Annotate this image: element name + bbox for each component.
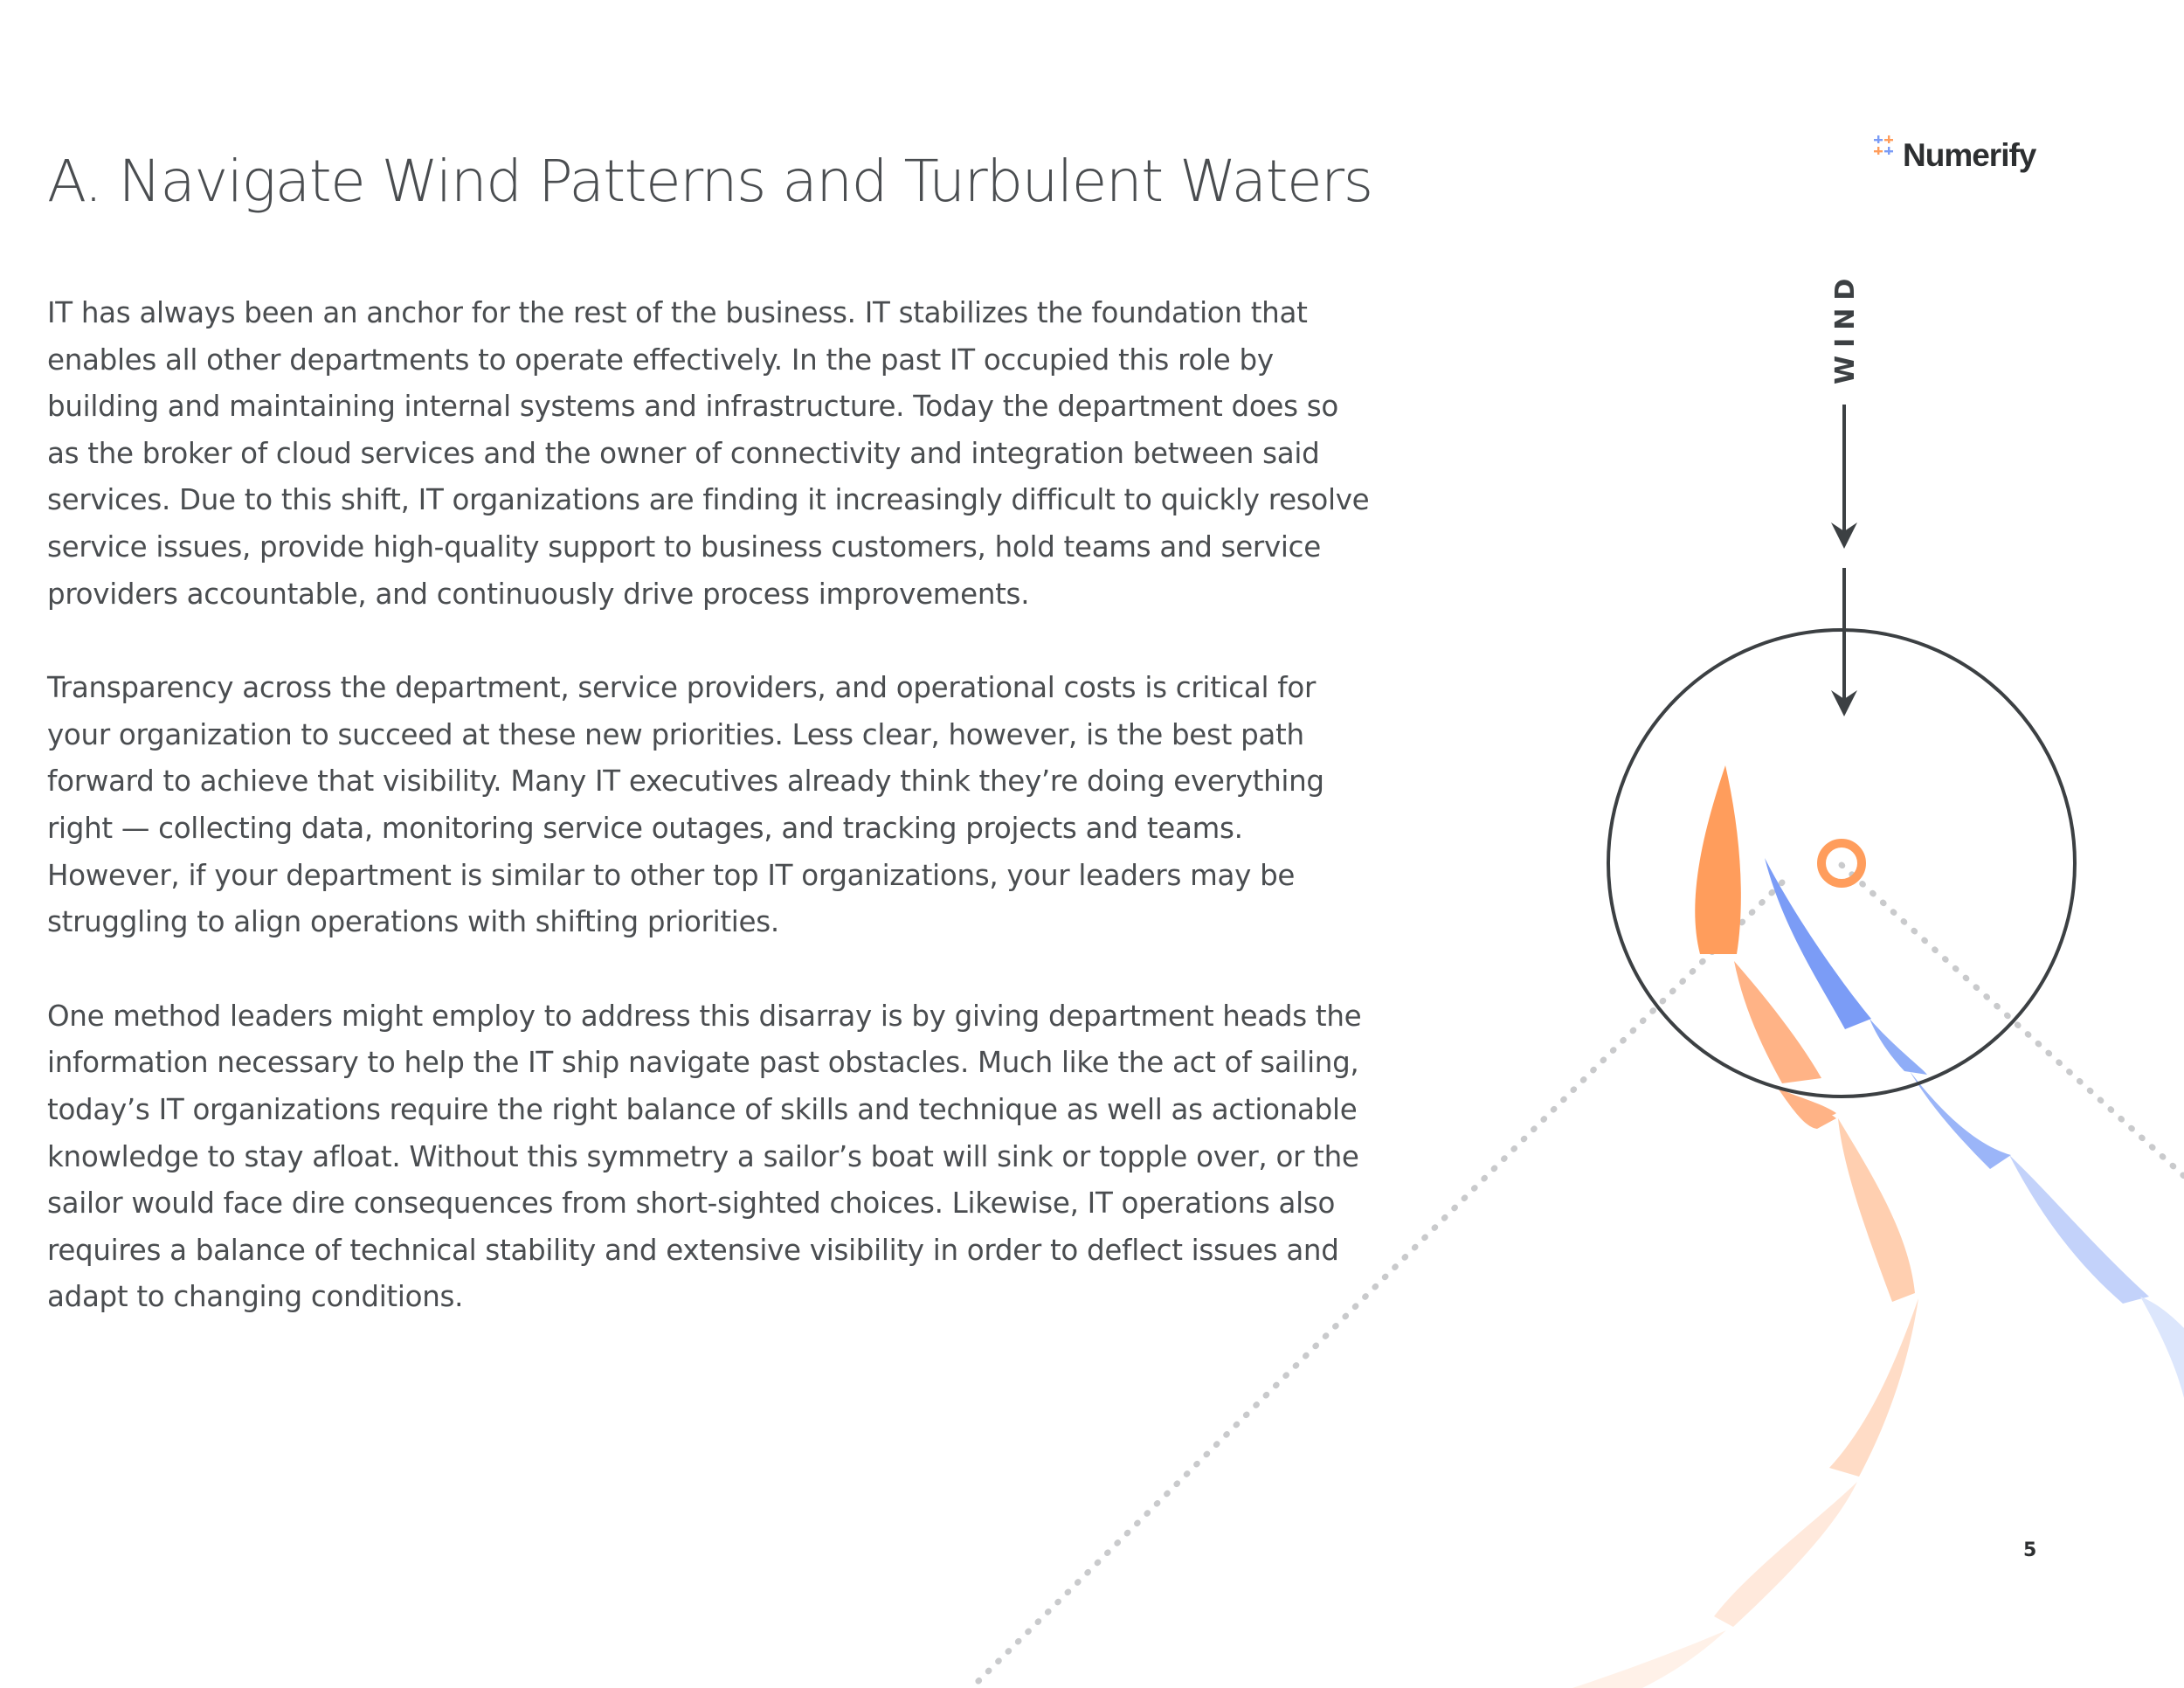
sail-icon [1765, 858, 2184, 1398]
page-title: A. Navigate Wind Patterns and Turbulent … [47, 148, 1373, 215]
page-number: 5 [2023, 1539, 2037, 1561]
compass-circle [1607, 628, 2077, 1098]
numerify-grid-icon [1874, 135, 1893, 155]
paragraph: Transparency across the department, serv… [47, 671, 1324, 939]
wind-arrow-icon [1831, 405, 1857, 716]
paragraph: IT has always been an anchor for the res… [47, 296, 1370, 611]
buoy-icon [1817, 839, 1866, 888]
sail-icon [1572, 765, 1918, 1688]
dotted-course-line-right [1838, 861, 2184, 1180]
paragraph: One method leaders might employ to addre… [47, 999, 1362, 1314]
body-text: IT has always been an anchor for the res… [47, 290, 1375, 1368]
wind-label: WIND [1830, 271, 1861, 384]
brand-logo: Numerify [1870, 122, 2044, 175]
brand-name: Numerify [1903, 136, 2036, 173]
